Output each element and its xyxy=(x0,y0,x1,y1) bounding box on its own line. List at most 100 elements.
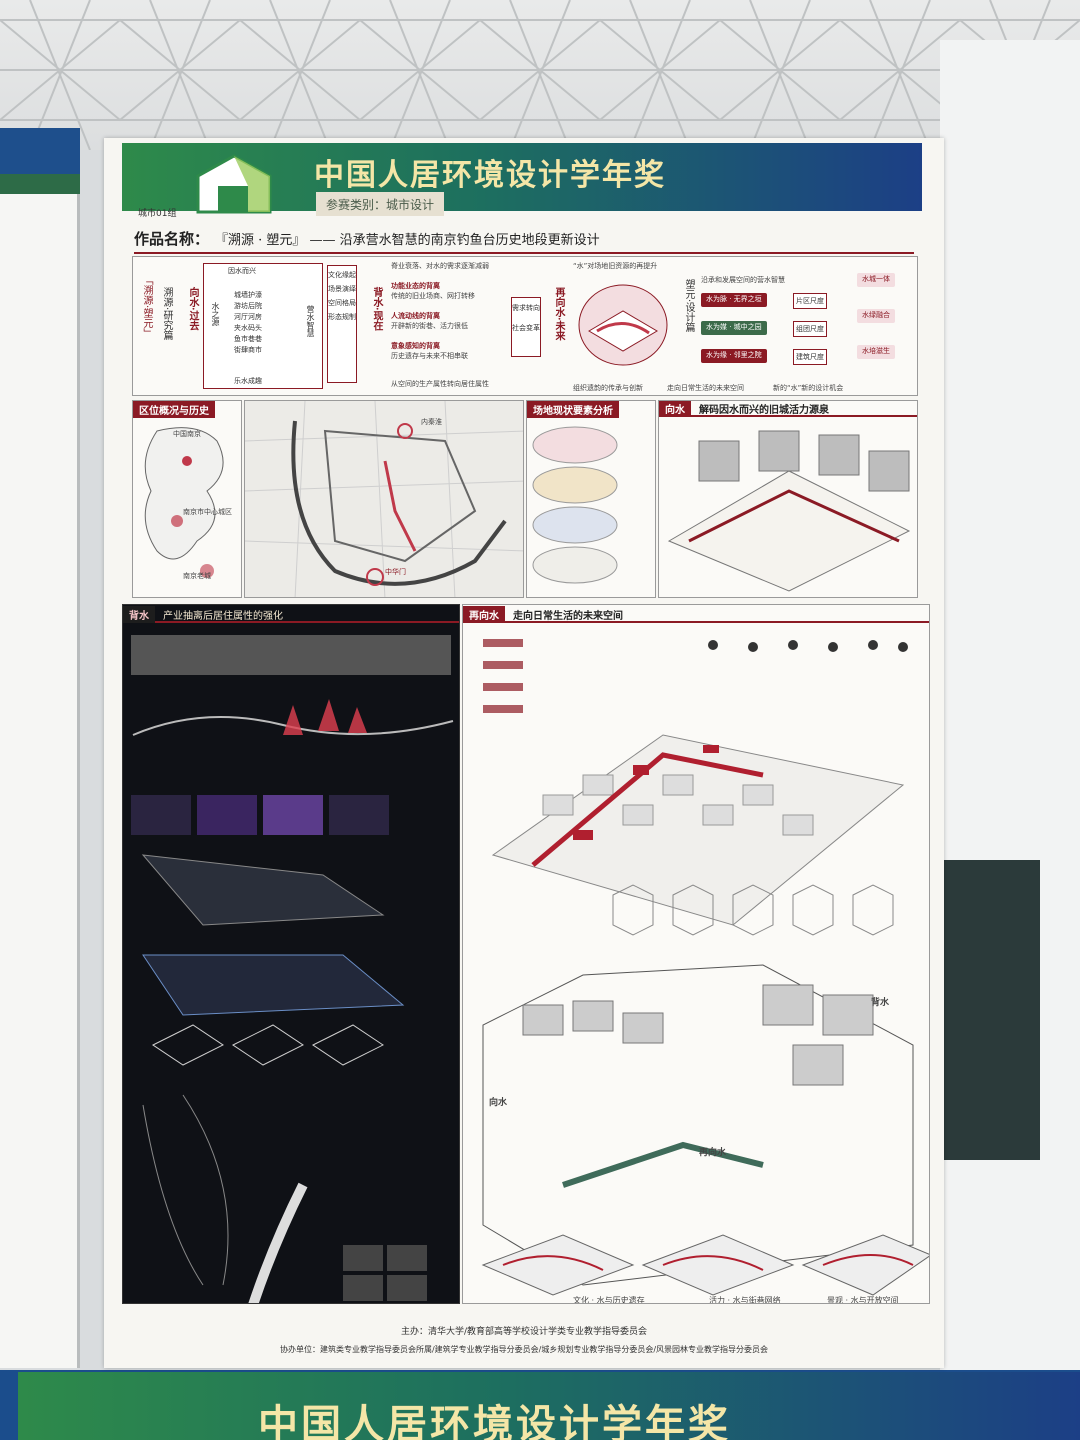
xiangshui-tag: 向水 xyxy=(659,401,691,417)
zaixiangshui-head: 再向水 走向日常生活的未来空间 xyxy=(463,605,929,623)
step: 形态规制 xyxy=(328,313,356,321)
xiangshui-panel: 向水 解码因水而兴的旧城活力源泉 xyxy=(658,400,918,598)
steps-box: 文化缘起 场景演绎 空间格局 形态规制 xyxy=(327,265,357,383)
site-map-panel: 中华门 内秦淮 xyxy=(244,400,524,598)
water-origin: 因水而兴 xyxy=(228,267,256,275)
next-poster-banner xyxy=(18,1372,1080,1440)
future-right: 沿承和发展空间的营水智慧 xyxy=(701,276,785,284)
step: 场景演绎 xyxy=(328,285,356,293)
footer-host: 主办：清华大学/教育部高等学校设计学类专业教学指导委员会 xyxy=(400,1327,648,1337)
zaixiangshui-tag: 再向水 xyxy=(463,605,505,623)
history-box: 因水而兴 水之源 城墙护濠 游坊后院 河厅河房 夹水码头 鱼市巷巷 街肆商市 乐… xyxy=(203,263,323,389)
water-joy: 乐水成趣 xyxy=(234,377,262,385)
side-title: 「溯源·塑元」 xyxy=(141,275,152,339)
beishui-head: 背水 产业抽离后居住属性的强化 xyxy=(123,605,459,623)
layers-title: 场地现状要素分析 xyxy=(527,401,619,418)
bottom-label: 活力 · 水与街巷网络 xyxy=(709,1296,781,1304)
category-row: 参赛类别：城市设计 xyxy=(104,192,904,216)
history-item: 河厅河房 xyxy=(234,313,262,321)
strategy-pill: 水为脉 · 无界之垣 xyxy=(701,293,767,307)
beishui-tag: 背水 xyxy=(123,605,155,623)
group-code: 城市01组 xyxy=(138,209,177,219)
zaixiangshui-panel: 再向水 走向日常生活的未来空间 xyxy=(462,604,930,1304)
now-title: 脊业衰落、对水的需求逐渐减弱 xyxy=(391,262,489,270)
location-map-icon xyxy=(144,427,224,578)
stage-now: 背水·现在 xyxy=(371,287,382,331)
need: 需求转向 xyxy=(512,304,540,312)
window xyxy=(940,640,1010,800)
future-caption: “水”对场地旧资源的再提升 xyxy=(573,262,658,270)
beishui-panel: 背水 产业抽离后居住属性的强化 xyxy=(122,604,460,1304)
neighbor-board xyxy=(0,128,80,1368)
water-wisdom: 营水智慧 xyxy=(306,305,315,337)
site-layers-panel: 场地现状要素分析 xyxy=(526,400,656,598)
zaixiangshui-illustration-icon xyxy=(481,639,929,1296)
layers-head: 场地现状要素分析 xyxy=(527,401,619,418)
work-title-prefix: 作品名称： xyxy=(134,229,210,248)
strategy-pill: 水为缘 · 邻里之院 xyxy=(701,349,767,363)
footer-co: 协办单位：建筑类专业教学指导委员会所属/建筑学专业教学指导分委员会/城乡规划专业… xyxy=(279,1345,769,1354)
bottom-label: 文化 · 水与历史遗存 xyxy=(573,1296,645,1304)
layer-stack-icon xyxy=(532,426,618,584)
legend-word: 内秦淮 xyxy=(421,418,442,426)
research-framework-panel: 「溯源·塑元」 溯源·研究篇 向水·过去 因水而兴 水之源 城墙护濠 游坊后院 … xyxy=(132,256,918,396)
now-item: 人流动线的背离 xyxy=(391,312,440,320)
window xyxy=(940,420,1010,570)
bottom-caption: 组织遗韵的传承与创新 xyxy=(573,384,643,392)
needs-box: 需求转向 社会变革 xyxy=(511,297,541,357)
stage-past: 向水·过去 xyxy=(187,287,198,331)
now-items: 功能业态的背离 传统的旧业场商、网打转移 人流动线的背离 开辟新的街巷、活力很低… xyxy=(391,275,511,361)
window xyxy=(940,150,1010,320)
now-sub: 传统的旧业场商、网打转移 xyxy=(391,292,475,300)
scale-label: 组团尺度 xyxy=(793,321,827,337)
history-item: 夹水码头 xyxy=(234,324,262,332)
step: 空间格局 xyxy=(328,299,356,307)
history-list: 城墙护濠 游坊后院 河厅河房 夹水码头 鱼市巷巷 街肆商市 xyxy=(234,290,262,356)
neighbor-banner xyxy=(0,128,80,174)
bottom-caption: 走向日常生活的未来空间 xyxy=(667,384,744,392)
location-panel: 区位概况与历史 中国南京 南京市中心城区 南京老城 xyxy=(132,400,242,598)
now-item: 意象感知的背离 xyxy=(391,342,440,350)
legend-word: 南京市中心城区 xyxy=(183,508,232,516)
location-head: 区位概况与历史 xyxy=(133,401,215,418)
result-tag: 水城一体 xyxy=(857,273,895,287)
axon-label: 再向水 xyxy=(699,1148,727,1158)
beishui-illustration-icon xyxy=(123,625,459,1303)
poster: 中国人居环境设计学年奖 参赛类别：城市设计 城市01组 作品名称： 『溯源 · … xyxy=(104,138,944,1368)
history-item: 游坊后院 xyxy=(234,302,262,310)
bottom-caption: 新的“水”新的设计机会 xyxy=(773,384,844,392)
work-title: 作品名称： 『溯源 · 塑元』 —— 沿承营水智慧的南京钓鱼台历史地段更新设计 xyxy=(134,224,914,254)
design-side: 塑元·设计篇 xyxy=(683,279,694,333)
now-sub: 开辟新的街巷、活力很低 xyxy=(391,322,468,330)
window xyxy=(940,860,1040,1160)
neighbor-banner-band xyxy=(0,174,80,194)
xiangshui-axon-icon xyxy=(667,430,911,592)
scale-label: 建筑尺度 xyxy=(793,349,827,365)
now-sub: 历史遗存与未来不相串联 xyxy=(391,352,468,360)
truss-lines xyxy=(0,0,1080,150)
axon-label: 向水 xyxy=(489,1098,508,1108)
location-title: 区位概况与历史 xyxy=(133,401,215,418)
scale-label: 片区尺度 xyxy=(793,293,827,309)
history-item: 街肆商市 xyxy=(234,346,262,354)
category-label: 参赛类别：城市设计 xyxy=(316,192,445,216)
history-item: 鱼市巷巷 xyxy=(234,335,262,343)
stage-future: 再向水·未来 xyxy=(553,287,564,341)
next-poster-title: 中国人居环境设计学年奖 xyxy=(258,1401,731,1440)
axon-label: 背水 xyxy=(871,998,890,1008)
result-tag: 水绿融合 xyxy=(857,309,895,323)
legend-word: 中国南京 xyxy=(173,430,201,438)
site-map-icon xyxy=(245,401,523,597)
now-caption: 从空间的生产属性转向居住属性 xyxy=(391,380,489,388)
xiangshui-head: 向水 解码因水而兴的旧城活力源泉 xyxy=(659,401,917,417)
work-title-name: 『溯源 · 塑元』 —— 沿承营水智慧的南京钓鱼台历史地段更新设计 xyxy=(215,232,600,248)
bottom-label: 景观 · 水与开放空间 xyxy=(827,1296,899,1304)
history-item: 城墙护濠 xyxy=(234,291,262,299)
strategy-pill: 水为媒 · 城中之园 xyxy=(701,321,767,335)
award-logo-icon xyxy=(196,154,272,214)
xiangshui-title: 解码因水而兴的旧城活力源泉 xyxy=(699,404,829,416)
now-item: 功能业态的背离 xyxy=(391,282,440,290)
beishui-title: 产业抽离后居住属性的强化 xyxy=(163,610,283,622)
need: 社会变革 xyxy=(512,324,540,332)
banner-title: 中国人居环境设计学年奖 xyxy=(314,158,666,193)
